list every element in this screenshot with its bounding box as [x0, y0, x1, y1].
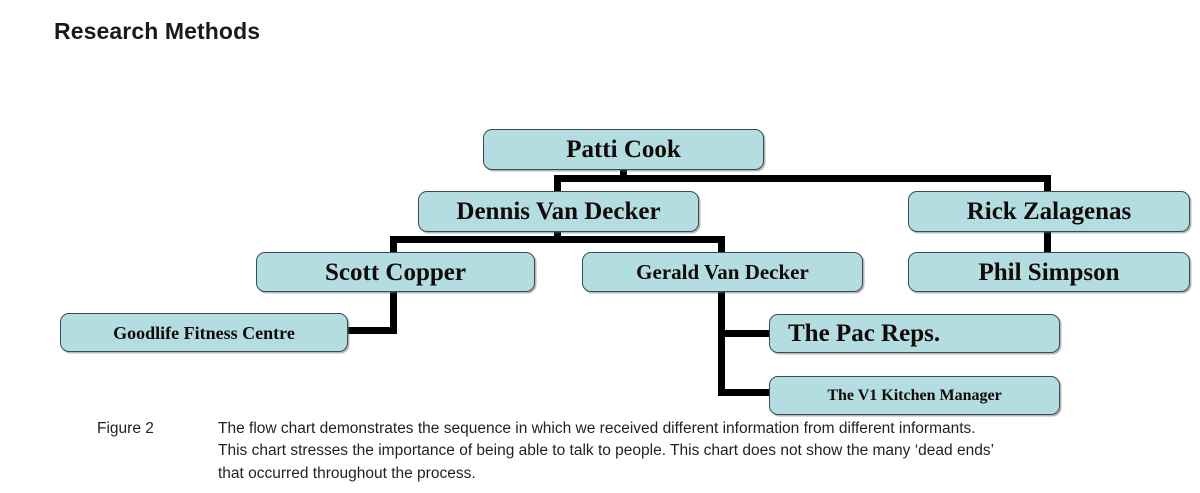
connector-dennis-bus — [390, 236, 725, 243]
node-v1-kitchen-manager[interactable]: The V1 Kitchen Manager — [769, 376, 1060, 415]
node-patti-cook[interactable]: Patti Cook — [483, 129, 764, 170]
figure-caption-body: The flow chart demonstrates the sequence… — [218, 420, 994, 482]
node-label: Patti Cook — [566, 136, 681, 163]
node-rick-zalagenas[interactable]: Rick Zalagenas — [908, 191, 1190, 232]
connector-scott-drop — [390, 291, 397, 333]
connector-patti-to-dennis — [554, 175, 561, 193]
connector-patti-to-rick — [1044, 175, 1051, 193]
node-label: Phil Simpson — [978, 258, 1120, 286]
connector-dennis-to-gerald — [718, 236, 725, 254]
connector-gerald-drop — [718, 291, 725, 396]
connector-patti-bus — [554, 175, 1051, 182]
connector-layer — [344, 169, 1051, 396]
connector-gerald-to-pacreps — [718, 330, 773, 337]
connector-rick-to-phil — [1044, 231, 1051, 254]
connector-dennis-to-scott — [390, 236, 397, 254]
node-the-pac-reps[interactable]: The Pac Reps. — [769, 314, 1060, 353]
node-label: Rick Zalagenas — [966, 198, 1132, 225]
node-label: Scott Copper — [325, 258, 466, 286]
page-title: Research Methods — [54, 18, 261, 44]
connector-patti-drop — [620, 169, 627, 180]
org-flow-chart: Patti Cook Dennis Van Decker Rick Zalage… — [60, 129, 1190, 415]
connector-gerald-to-v1kitchen — [718, 389, 773, 396]
figure-caption-label: Figure 2 — [97, 420, 154, 437]
node-dennis-van-decker[interactable]: Dennis Van Decker — [418, 191, 699, 232]
node-label: The V1 Kitchen Manager — [827, 386, 1002, 404]
node-gerald-van-decker[interactable]: Gerald Van Decker — [582, 252, 863, 292]
node-scott-copper[interactable]: Scott Copper — [256, 252, 535, 292]
node-label: The Pac Reps. — [788, 320, 941, 347]
node-label: Dennis Van Decker — [456, 198, 661, 225]
node-label: Gerald Van Decker — [636, 259, 809, 284]
connector-scott-to-goodlife — [344, 327, 397, 334]
node-phil-simpson[interactable]: Phil Simpson — [908, 252, 1190, 292]
node-goodlife-fitness-centre[interactable]: Goodlife Fitness Centre — [60, 313, 348, 352]
node-label: Goodlife Fitness Centre — [113, 322, 295, 343]
